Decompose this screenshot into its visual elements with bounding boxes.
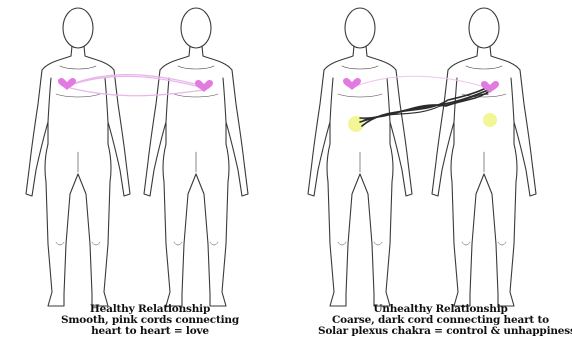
caption-unhealthy: Unhealthy Relationship Coarse, dark cord…: [318, 304, 563, 337]
caption-line: Solar plexus chakra = control & unhappin…: [318, 326, 563, 337]
solar-plexus-glow: [483, 113, 497, 127]
person-right-a: [308, 8, 412, 306]
person-left-a: [26, 8, 130, 306]
person-right-b: [432, 8, 536, 306]
caption-healthy: Healthy Relationship Smooth, pink cords …: [60, 304, 240, 337]
caption-line: heart to heart = love: [60, 326, 240, 337]
person-left-b: [144, 8, 248, 306]
